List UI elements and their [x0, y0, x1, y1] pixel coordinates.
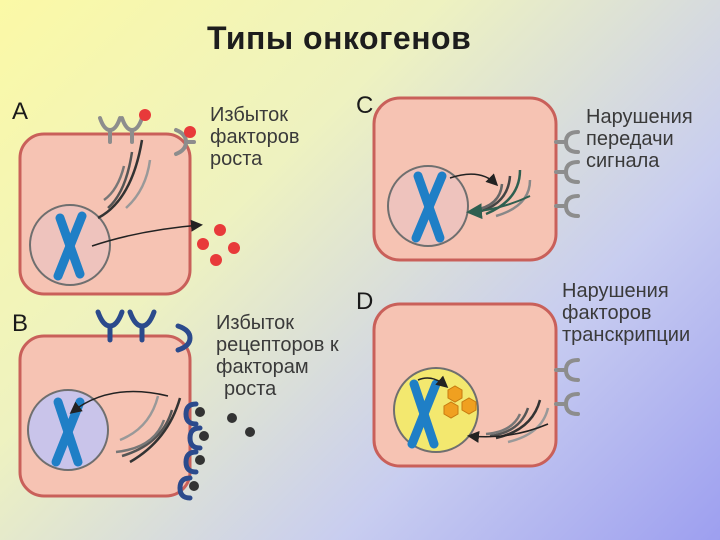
panel-b [18, 309, 255, 501]
green-arrow-c [466, 195, 531, 220]
panel-d [372, 302, 580, 468]
slide-title: Типы онкогенов [207, 20, 472, 56]
panel-letter-a: A [12, 98, 29, 125]
label-c-line: сигнала [586, 150, 660, 172]
panel-letter-c: C [356, 92, 374, 119]
receptors-c [554, 130, 580, 218]
label-c-line: Нарушения [586, 106, 693, 128]
label-b: Избыток рецепторов к факторам роста [216, 312, 339, 400]
panel-letter-b: B [12, 310, 29, 337]
chromosome-c [411, 171, 447, 243]
label-c-line: передачи [586, 128, 674, 150]
panel-c [372, 96, 580, 262]
label-b-line: роста [224, 378, 277, 400]
label-b-line: рецепторов к [216, 334, 339, 356]
label-a: Избыток факторов роста [210, 104, 299, 170]
panel-letter-d: D [356, 288, 374, 315]
transcription-factors-d [443, 385, 477, 419]
label-a-line: роста [210, 148, 263, 170]
receptors-a [98, 116, 196, 156]
signal-arrow-a [91, 219, 203, 247]
label-a-line: факторов [210, 126, 300, 148]
panel-a [18, 109, 240, 296]
signal-arcs-b [115, 395, 182, 464]
label-d-line: факторов [562, 302, 652, 324]
label-b-line: Избыток [216, 312, 294, 334]
label-d-line: Нарушения [562, 280, 669, 302]
label-d: Нарушения факторов транскрипции [562, 280, 690, 346]
label-d-line: транскрипции [562, 324, 691, 346]
signal-arcs-a [97, 139, 152, 220]
chromosome-d [407, 379, 441, 449]
label-b-line: факторам [216, 356, 309, 378]
receptors-b [95, 309, 203, 501]
label-c: Нарушения передачи сигнала [586, 106, 693, 172]
signal-arrow-b [69, 390, 169, 414]
signal-arrow-d [417, 375, 449, 388]
signal-arrow-c [449, 173, 499, 187]
inward-arrow-d [467, 423, 549, 443]
growth-factors-b [189, 407, 255, 491]
label-a-line: Избыток [210, 104, 288, 126]
chromosome-a [53, 211, 87, 281]
growth-factors-a [139, 109, 240, 266]
receptors-d [554, 358, 580, 416]
